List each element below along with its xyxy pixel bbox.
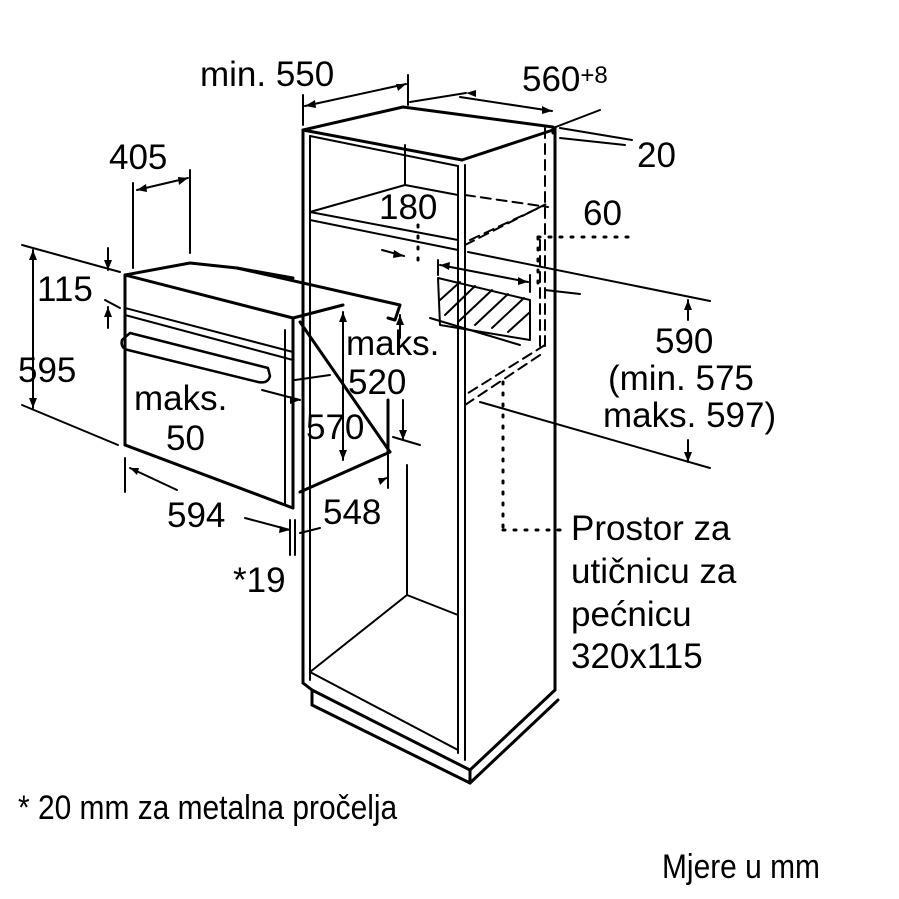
dim-cabinet-width: 560+8: [522, 62, 608, 98]
dim-oven-body-depth-label: maks.: [346, 324, 440, 363]
dim-socket-offset: 60: [583, 194, 622, 233]
cabinet-outline: [301, 105, 560, 785]
dim-control-panel-height: 115: [37, 270, 93, 309]
socket-callout-line3: pećnicu: [571, 595, 692, 634]
oven-outline: [123, 261, 402, 510]
socket-area-hatch: [429, 277, 531, 346]
dim-front-thickness: *19: [233, 561, 286, 600]
dim-cabinet-width-tolerance: +8: [580, 62, 608, 89]
dim-door-gap-value: 50: [166, 419, 205, 458]
dim-oven-body-width: 548: [323, 493, 382, 532]
footnote-metal-fronts: * 20 mm za metalna pročelja: [18, 789, 398, 827]
dim-opening-height-max: maks. 597): [603, 396, 777, 435]
dim-oven-width: 594: [167, 496, 226, 535]
socket-callout-line4: 320x115: [571, 637, 703, 676]
socket-callout-line2: utičnicu za: [571, 552, 737, 591]
units-note: Mjere u mm: [662, 848, 820, 886]
dim-cabinet-width-value: 560: [522, 60, 581, 99]
dim-door-gap-label: maks.: [134, 379, 228, 418]
dim-oven-depth-handle: 405: [109, 138, 168, 177]
dim-ventilation-top: 180: [379, 188, 438, 227]
dim-side-offset: 20: [637, 136, 676, 175]
dim-opening-height-min: (min. 575: [608, 359, 754, 398]
dim-oven-height: 595: [18, 351, 77, 390]
dim-cabinet-depth: min. 550: [200, 55, 335, 94]
dim-opening-height: 590: [655, 322, 714, 361]
dim-oven-body-depth-value: 520: [348, 363, 407, 402]
socket-callout-line1: Prostor za: [571, 509, 731, 548]
dim-oven-body-height: 570: [306, 408, 365, 447]
